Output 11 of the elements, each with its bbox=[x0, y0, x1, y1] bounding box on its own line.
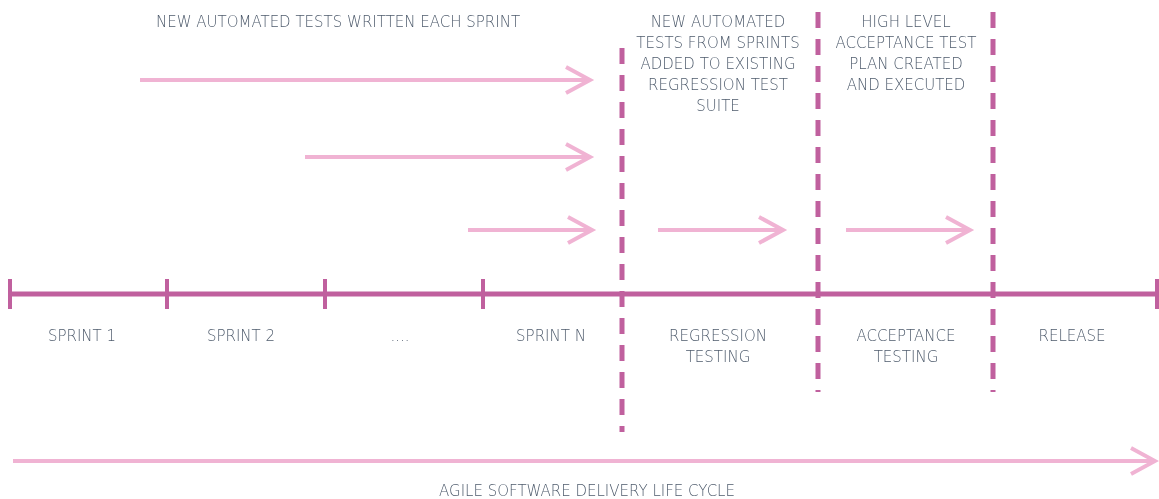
phase-label: RELEASE bbox=[1037, 326, 1107, 347]
phase-label: REGRESSION TESTING bbox=[668, 326, 768, 368]
annotation-text: NEW AUTOMATED TESTS WRITTEN EACH SPRINT bbox=[154, 12, 522, 33]
phase-label: ACCEPTANCE TESTING bbox=[855, 326, 957, 368]
ellipsis-label: .... bbox=[389, 326, 411, 347]
sprint-label: SPRINT 2 bbox=[205, 326, 277, 347]
annotation-text: HIGH LEVEL ACCEPTANCE TEST PLAN CREATED AND EXECUTED bbox=[834, 12, 978, 96]
timeline-caption: AGILE SOFTWARE DELIVERY LIFE CYCLE bbox=[438, 481, 736, 499]
sprint-label: SPRINT 1 bbox=[46, 326, 118, 347]
sprint-label: SPRINT N bbox=[515, 326, 587, 347]
annotation-text: NEW AUTOMATED TESTS FROM SPRINTS ADDED TO EXISTING REGRESSION TEST SUITE bbox=[635, 12, 801, 117]
